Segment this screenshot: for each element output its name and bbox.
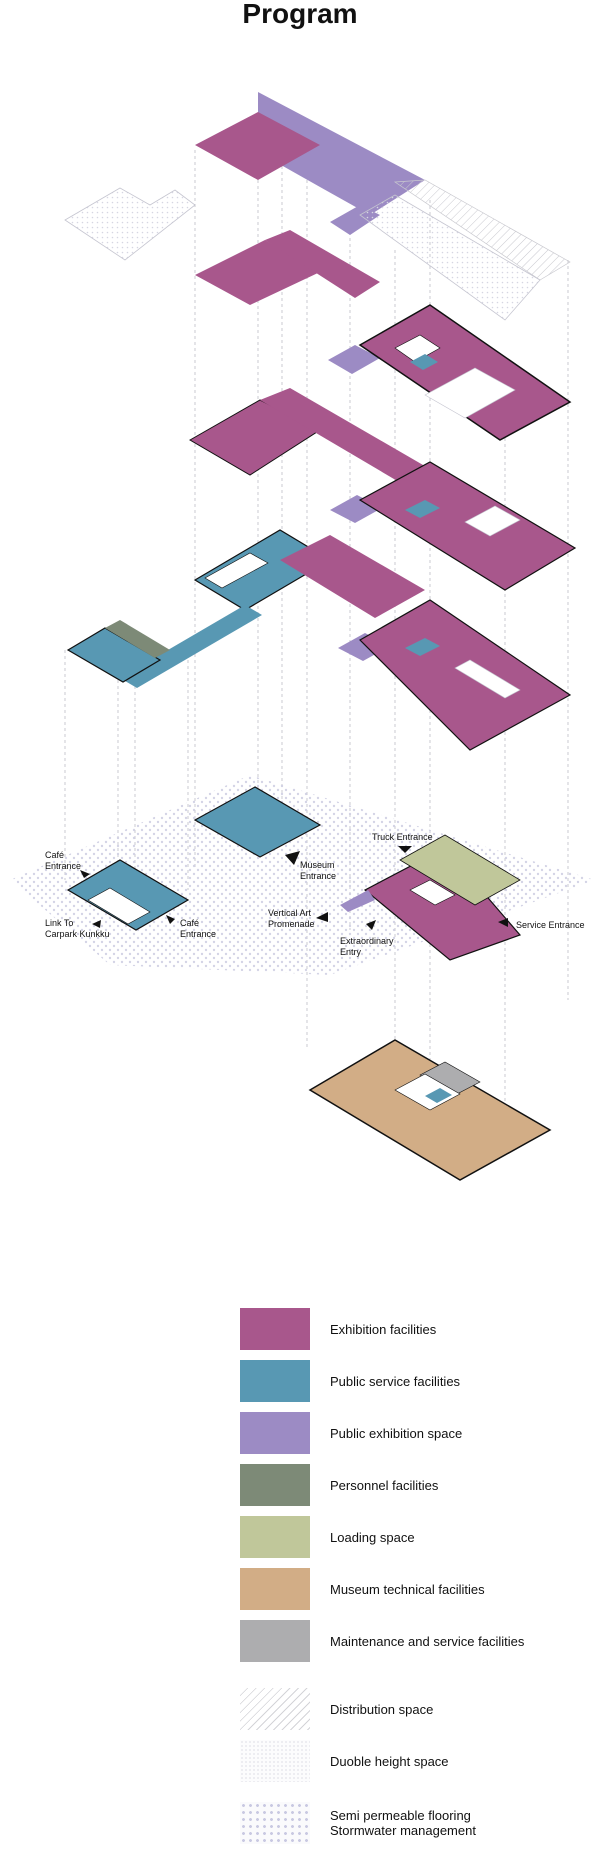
roof-public-exhibition-area: [258, 92, 425, 215]
legend-label: Museum technical facilities: [330, 1582, 485, 1597]
legend-item-maintenance: Maintenance and service facilities: [240, 1620, 580, 1662]
legend-swatch: [240, 1802, 310, 1844]
level-4: [195, 230, 572, 441]
legend-swatch: [240, 1740, 310, 1782]
l3-exhibition-east: [358, 461, 577, 591]
l4-exhibition-corridor: [265, 230, 380, 298]
legend-item-loading: Loading space: [240, 1516, 580, 1558]
legend-label: Public exhibition space: [330, 1426, 463, 1441]
level-basement: [308, 1039, 552, 1181]
roof-hatched-deck: [393, 179, 571, 281]
level-ground: [10, 775, 595, 975]
l2-exhibition-east: [359, 599, 572, 751]
legend-item-double-height: Duoble height space: [240, 1740, 580, 1782]
label-service-entrance: Service Entrance: [516, 920, 585, 930]
legend-item-personnel: Personnel facilities: [240, 1464, 580, 1506]
l2-lobby-stair-void: [204, 552, 269, 589]
legend-label: Distribution space: [330, 1702, 434, 1717]
arrow-truck-entrance: [398, 846, 412, 853]
l4-distribution-block: [394, 334, 441, 363]
legend-swatch: [240, 1360, 310, 1402]
legend-item-exhibition: Exhibition facilities: [240, 1308, 580, 1350]
legend-label-line-1: Semi permeable flooring: [330, 1808, 471, 1823]
arrow-cafe-entrance-2: [166, 915, 175, 924]
roof-terrace-area: [64, 187, 196, 261]
l2-distribution-strip: [454, 659, 521, 699]
l3-service-block: [405, 500, 440, 518]
roof-exhibition-area: [195, 112, 320, 180]
ground-distribution-core: [409, 879, 456, 906]
entrance-arrows: [80, 846, 508, 930]
basement-distribution-core: [394, 1073, 461, 1111]
legend-item-public-service: Public service facilities: [240, 1360, 580, 1402]
ground-museum-entrance-block: [193, 786, 322, 858]
legend-item-public-exhibition: Public exhibition space: [240, 1412, 580, 1454]
arrow-museum-entrance: [285, 851, 300, 865]
l2-exhibition-connector: [280, 535, 425, 618]
ground-public-exhibition-small: [340, 890, 375, 912]
legend-label: Exhibition facilities: [330, 1322, 437, 1337]
legend-label-line-2: Stormwater management: [330, 1823, 476, 1838]
roof-double-height-area: [359, 194, 541, 321]
legend-swatch: [240, 1412, 310, 1454]
legend-swatch: [240, 1688, 310, 1730]
arrow-link-carpark: [92, 920, 101, 928]
legend-swatch: [240, 1308, 310, 1350]
level-3: [189, 388, 577, 591]
l4-exhibition-west: [195, 240, 320, 305]
legend-label: Personnel facilities: [330, 1478, 439, 1493]
legend-item-technical: Museum technical facilities: [240, 1568, 580, 1610]
level-roof: [64, 92, 571, 321]
legend-swatch: [240, 1568, 310, 1610]
l3-double-height-void: [464, 505, 521, 537]
page-title: Program: [242, 0, 358, 29]
l4-double-height-void: [424, 367, 516, 419]
level-2: [66, 529, 572, 751]
l2-service-block: [405, 638, 440, 656]
l4-public-exhibition-small: [328, 345, 380, 374]
l4-service-block: [410, 354, 438, 370]
arrow-service-entrance: [498, 918, 508, 927]
l2-public-service-bridge: [120, 605, 262, 688]
arrow-vertical-art: [316, 912, 328, 922]
legend-item-semi-permeable: Semi permeable flooring Stormwater manag…: [240, 1802, 580, 1844]
legend-label: Duoble height space: [330, 1754, 449, 1769]
arrow-extraordinary-entry: [366, 920, 376, 930]
arrow-cafe-entrance-1: [80, 870, 90, 878]
ground-loading-space: [399, 834, 521, 906]
l2-public-service-cafe: [66, 627, 162, 683]
legend-label: Maintenance and service facilities: [330, 1634, 525, 1649]
legend-label: Public service facilities: [330, 1374, 461, 1389]
legend-label: Loading space: [330, 1530, 415, 1545]
legend-swatch: [240, 1464, 310, 1506]
legend-swatch: [240, 1516, 310, 1558]
basement-service-block: [425, 1088, 452, 1103]
ground-cafe-block: [66, 859, 190, 931]
label-truck-entrance: Truck Entrance: [372, 832, 433, 842]
l2-personnel-room: [105, 620, 170, 658]
legend-swatch: [240, 1620, 310, 1662]
l4-exhibition-east: [358, 304, 572, 441]
ground-cafe-service-strip: [87, 887, 151, 925]
legend-item-distribution: Distribution space: [240, 1688, 580, 1730]
legend-label: Semi permeable flooring Stormwater manag…: [330, 1808, 476, 1838]
